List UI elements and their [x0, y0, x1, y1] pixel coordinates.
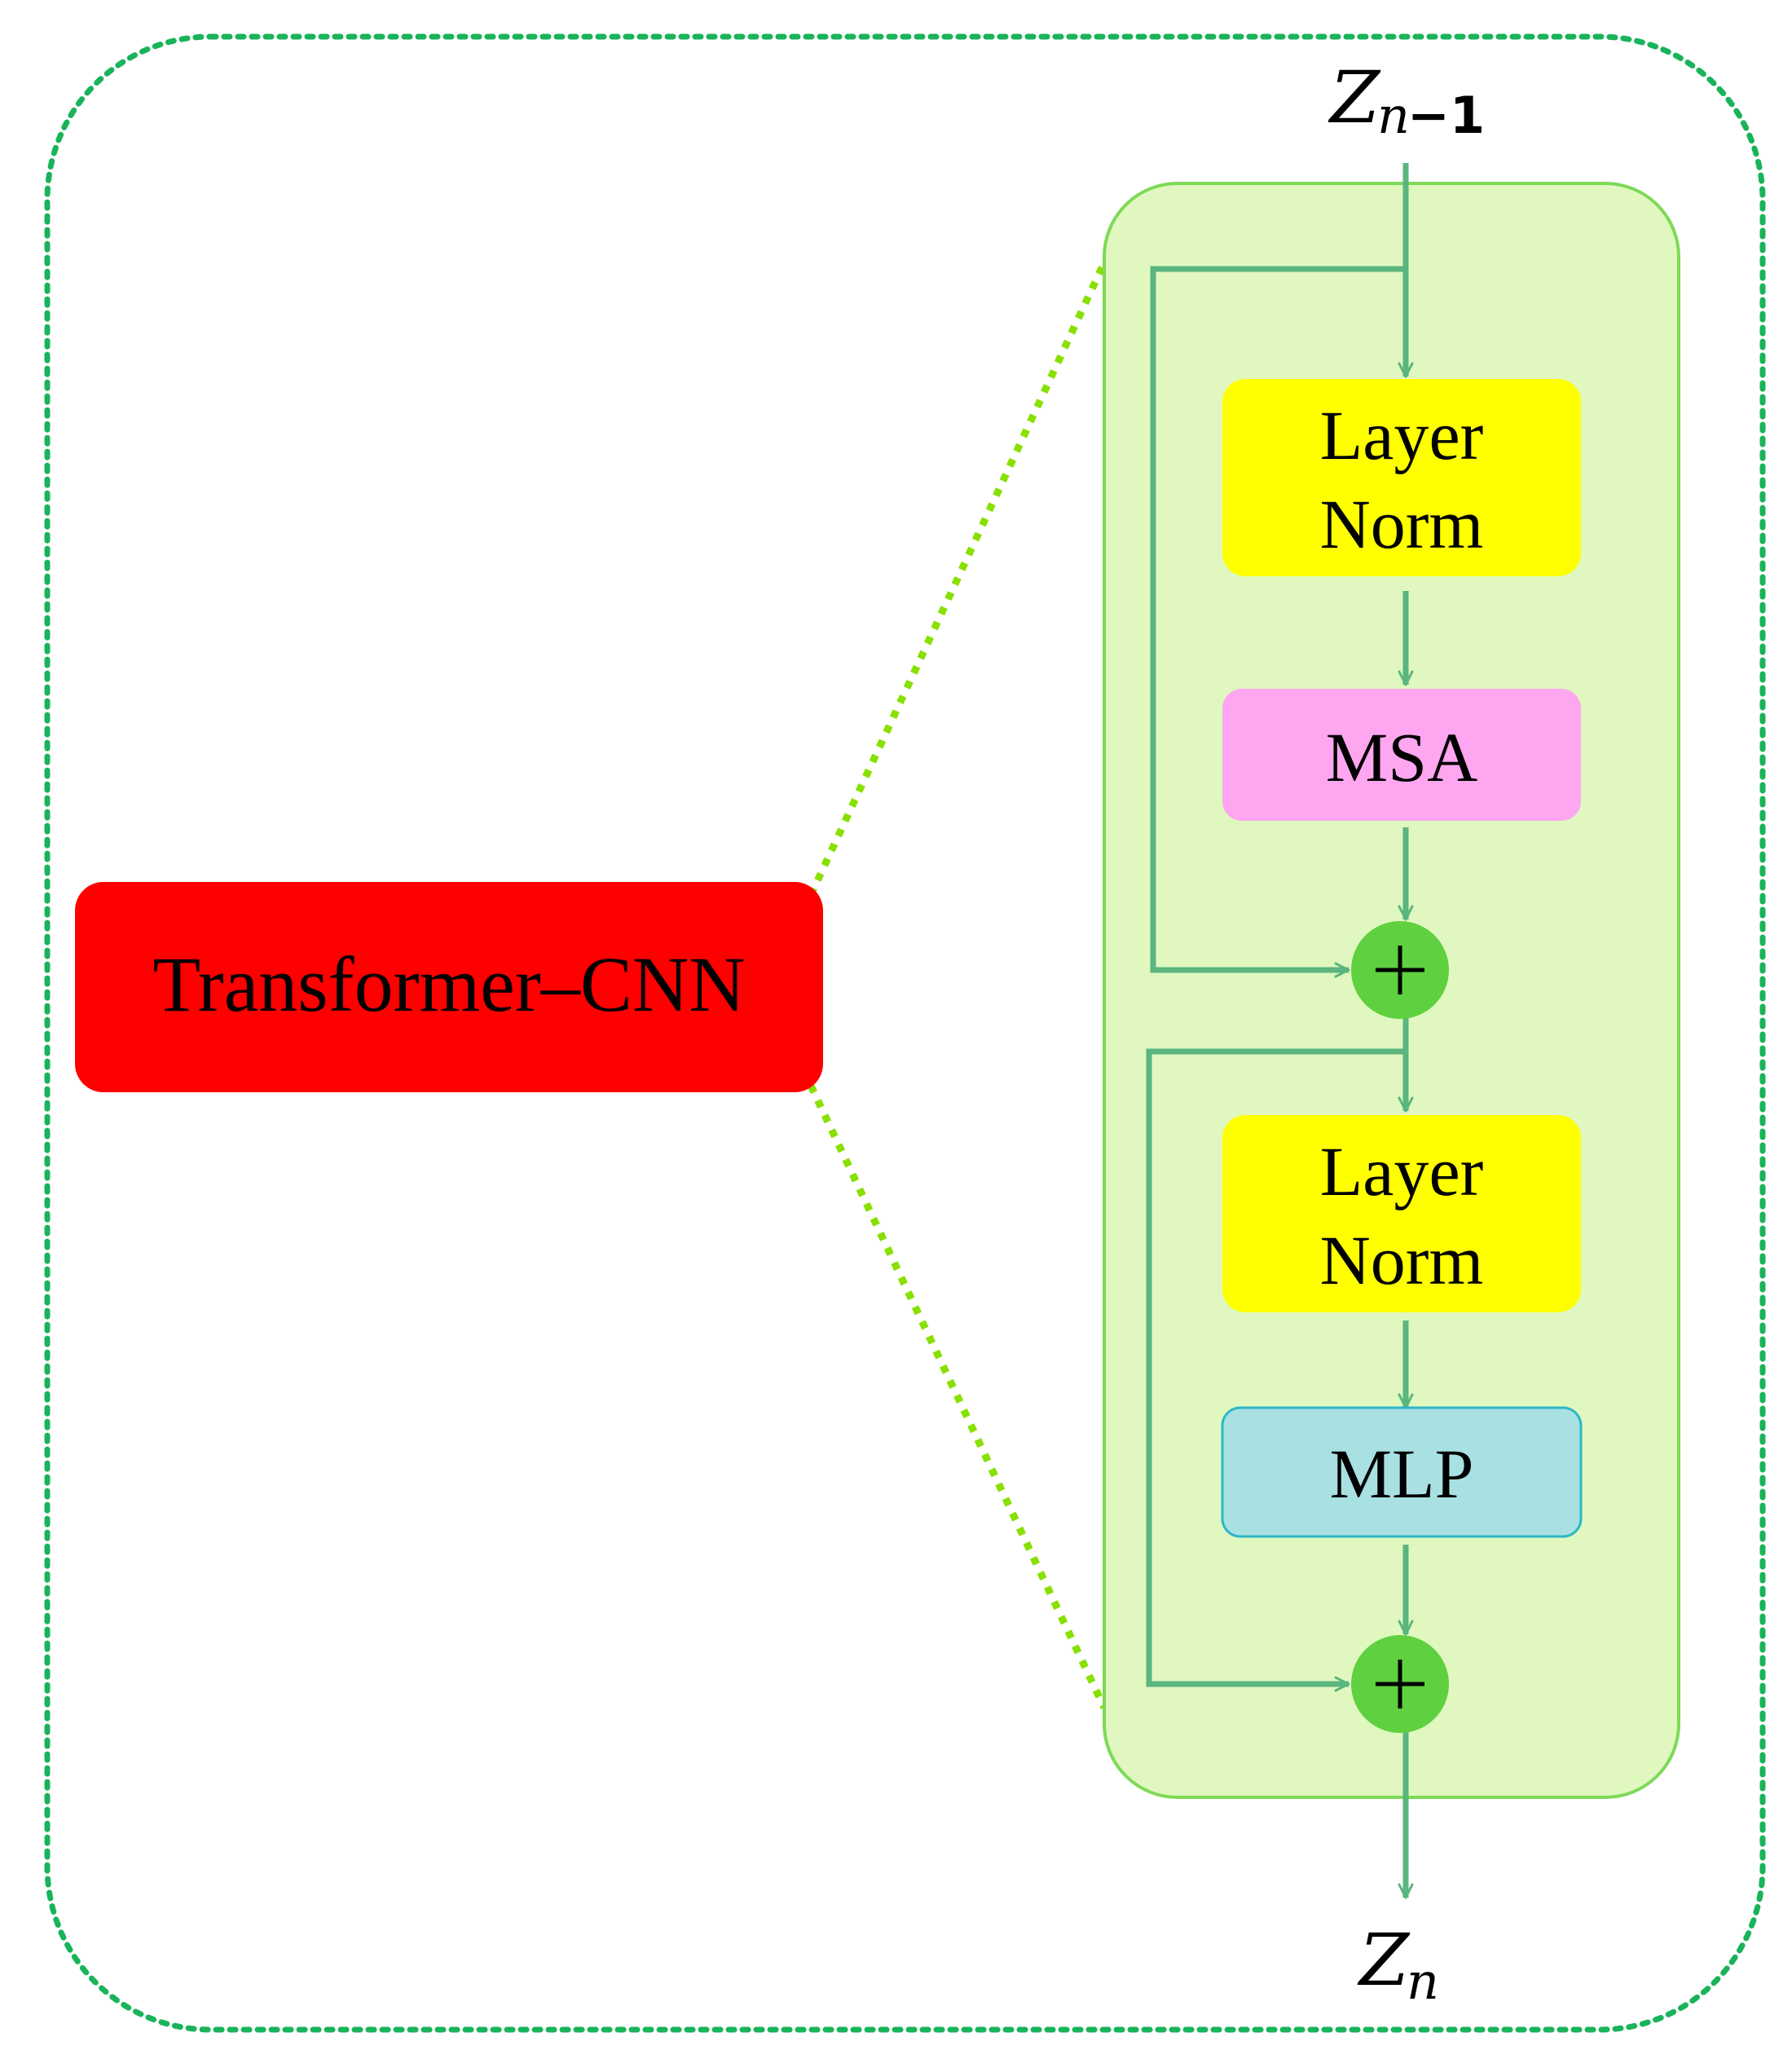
zoom-connector-bottom	[807, 1084, 1108, 1709]
layer-norm-1: Layer Norm	[1222, 379, 1581, 576]
residual-connection-1	[1150, 266, 1406, 978]
layer-norm-2: Layer Norm	[1222, 1115, 1581, 1312]
transformer-cnn-block: Transformer–CNN	[75, 882, 823, 1092]
svg-text:Layer: Layer	[1320, 1132, 1484, 1210]
circle-plus-icon	[1351, 921, 1449, 1019]
svg-text:−1: −1	[1407, 86, 1485, 145]
svg-text:Norm: Norm	[1320, 485, 1484, 563]
svg-text:Norm: Norm	[1320, 1221, 1484, 1299]
zoom-connector-top	[807, 261, 1108, 897]
svg-text:n: n	[1407, 1951, 1439, 2011]
circle-plus-icon	[1351, 1635, 1449, 1733]
svg-text:Layer: Layer	[1320, 396, 1484, 474]
svg-text:Z: Z	[1357, 1918, 1411, 2002]
residual-connection-2	[1146, 1048, 1406, 1692]
svg-text:MSA: MSA	[1326, 718, 1477, 796]
outer-frame	[44, 33, 1766, 2033]
transformer-cnn-label: Transformer–CNN	[152, 941, 745, 1028]
mlp-block: MLP	[1221, 1406, 1583, 1538]
msa-block: MSA	[1222, 689, 1581, 821]
svg-text:n: n	[1377, 86, 1410, 145]
svg-text:MLP: MLP	[1330, 1435, 1474, 1513]
flow-lines	[1146, 163, 1414, 1899]
input-label: Z n −1	[1327, 55, 1485, 145]
output-label: Z n	[1357, 1918, 1439, 2011]
svg-text:Z: Z	[1327, 55, 1381, 139]
